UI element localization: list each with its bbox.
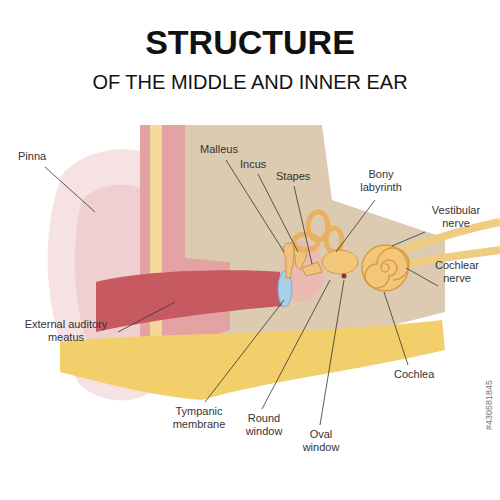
leader-line: [205, 300, 284, 402]
leader-line: [258, 174, 298, 252]
leader-line: [392, 232, 425, 246]
leader-lines: [45, 160, 438, 425]
part-label: External auditory meatus: [10, 318, 122, 344]
leader-line: [118, 302, 175, 332]
leader-line: [384, 292, 408, 365]
leader-line: [226, 160, 284, 252]
cochlea-spiral: [365, 248, 409, 288]
semicircular-canal: [326, 228, 342, 252]
malleus-bone: [283, 243, 294, 278]
watermark-id: #430581845: [484, 380, 495, 430]
part-label: Round window: [238, 412, 290, 438]
part-label: Pinna: [18, 150, 68, 163]
lower-tissue: [60, 320, 445, 400]
leader-line: [294, 186, 312, 264]
vestibule: [322, 250, 358, 274]
leader-line: [45, 167, 95, 212]
leader-line: [320, 280, 344, 425]
part-label: Malleus: [200, 143, 255, 156]
part-label: Cochlear nerve: [424, 259, 490, 285]
stapes-bone: [302, 262, 322, 276]
skin-layer: [140, 125, 230, 360]
part-label: Stapes: [276, 170, 321, 183]
leader-line: [336, 200, 375, 252]
leader-line: [262, 280, 330, 409]
part-label: Incus: [240, 158, 280, 171]
part-label: Bony labyrinth: [350, 168, 412, 194]
part-label: Vestibular nerve: [420, 204, 492, 230]
subtitle: OF THE MIDDLE AND INNER EAR: [0, 70, 500, 94]
cochlea-shape: [362, 245, 408, 291]
leader-line: [406, 268, 438, 286]
oval-window-dot: [342, 274, 347, 279]
title: STRUCTURE: [0, 22, 500, 63]
ear-canal: [96, 270, 284, 332]
part-label: Oval window: [294, 428, 348, 454]
part-label: Tympanic membrane: [160, 405, 238, 431]
part-label: Cochlea: [394, 368, 449, 381]
